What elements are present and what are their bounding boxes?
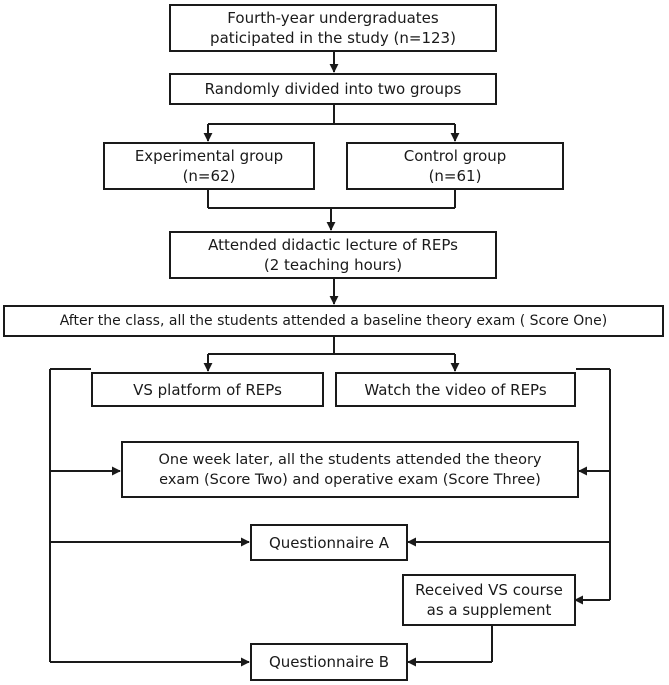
questionnaire-b-box: Questionnaire B — [250, 643, 408, 681]
lecture-box: Attended didactic lecture of REPs (2 tea… — [169, 231, 497, 279]
questionnaire-a-line-1: Questionnaire A — [268, 533, 390, 552]
video-box: Watch the video of REPs — [335, 372, 576, 407]
questionnaire-b-line-1: Questionnaire B — [268, 653, 390, 671]
supplement-line-2: as a supplement — [426, 601, 552, 619]
randomization-line-1: Randomly divided into two groups — [204, 80, 462, 98]
control-group-line-1: Control group — [403, 147, 507, 165]
baseline-exam-line-1: After the class, all the students attend… — [59, 313, 608, 329]
followup-exam-line-2: exam (Score Two) and operative exam (Sco… — [159, 471, 541, 488]
vs-platform-box: VS platform of REPs — [91, 372, 324, 407]
followup-exam-line-1: One week later, all the students attende… — [158, 451, 542, 468]
baseline-exam-box: After the class, all the students attend… — [3, 305, 664, 337]
control-group-box: Control group (n=61) — [346, 142, 564, 190]
supplement-box: Received VS course as a supplement — [402, 574, 576, 626]
participants-box: Fourth-year undergraduates paticipated i… — [169, 4, 497, 52]
lecture-line-1: Attended didactic lecture of REPs — [208, 236, 458, 254]
followup-exam-box: One week later, all the students attende… — [121, 441, 579, 498]
experimental-group-line-2: (n=62) — [182, 167, 236, 185]
control-group-line-2: (n=61) — [428, 167, 482, 185]
questionnaire-a-box: Questionnaire A — [250, 524, 408, 561]
lecture-line-2: (2 teaching hours) — [263, 256, 403, 274]
experimental-group-line-1: Experimental group — [134, 147, 284, 165]
vs-platform-line-1: VS platform of REPs — [133, 380, 282, 399]
participants-line-1: Fourth-year undergraduates — [227, 9, 439, 27]
randomization-box: Randomly divided into two groups — [169, 73, 497, 105]
supplement-line-1: Received VS course — [415, 581, 563, 599]
experimental-group-box: Experimental group (n=62) — [103, 142, 315, 190]
participants-line-2: paticipated in the study (n=123) — [210, 29, 456, 47]
video-line-1: Watch the video of REPs — [364, 380, 547, 399]
